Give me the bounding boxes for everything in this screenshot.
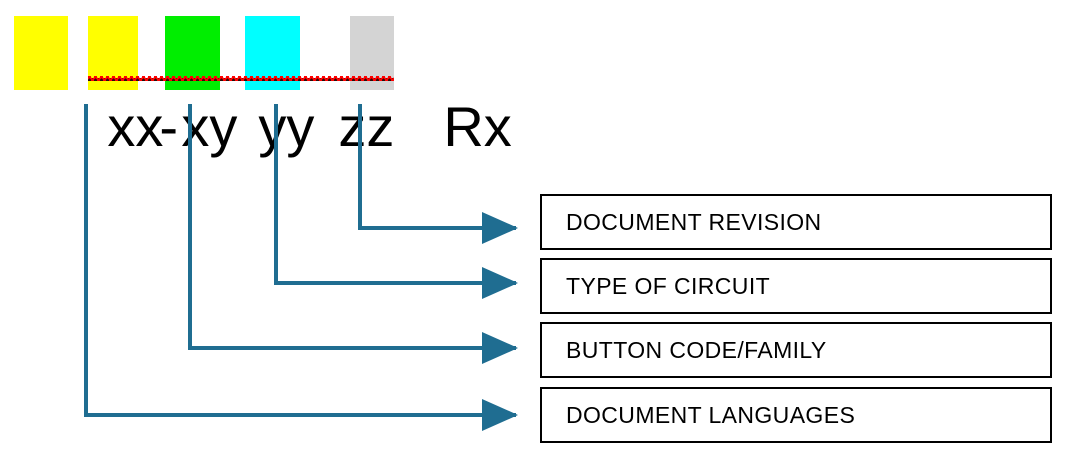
legend-label-type-of-circuit: TYPE OF CIRCUIT xyxy=(566,272,771,299)
code-segment-xx: xx xyxy=(14,16,163,158)
spellcheck-squiggle xyxy=(88,76,394,81)
legend-box-type-of-circuit[interactable]: TYPE OF CIRCUIT xyxy=(540,258,1052,314)
code-string: xx - xy yy zz Rx xyxy=(0,0,512,158)
code-segment-rx-text: Rx xyxy=(443,95,512,158)
code-segment-dash: - xyxy=(66,16,178,158)
legend-label-document-revision: DOCUMENT REVISION xyxy=(566,208,822,235)
legend-label-document-languages: DOCUMENT LANGUAGES xyxy=(566,401,856,428)
legend-box-button-code-family[interactable]: BUTTON CODE/FAMILY xyxy=(540,322,1052,378)
legend-label-button-code-family: BUTTON CODE/FAMILY xyxy=(566,336,827,363)
legend-box-document-revision[interactable]: DOCUMENT REVISION xyxy=(540,194,1052,250)
legend-box-document-languages[interactable]: DOCUMENT LANGUAGES xyxy=(540,387,1052,443)
